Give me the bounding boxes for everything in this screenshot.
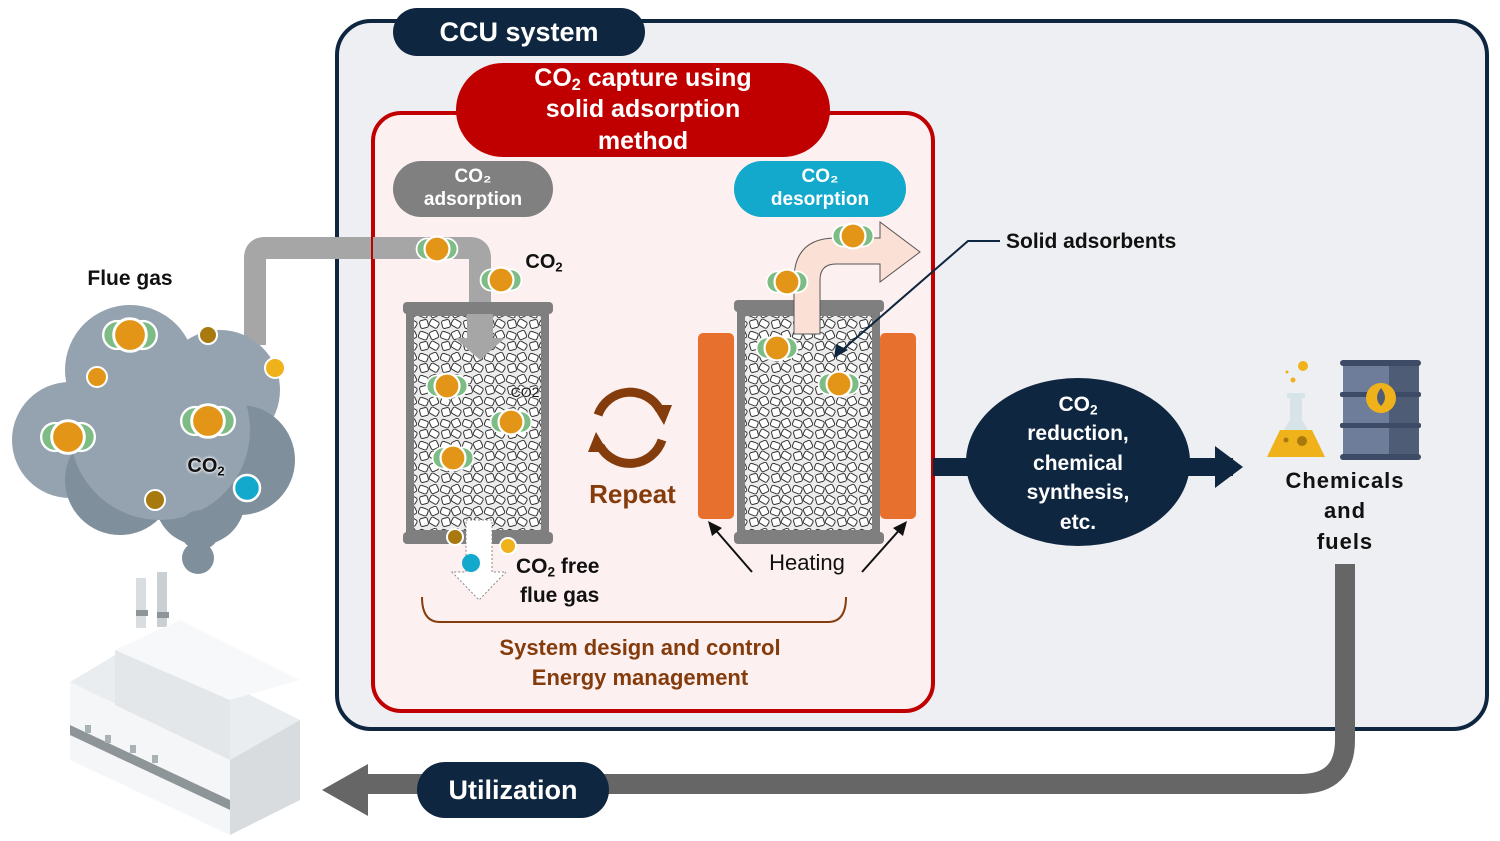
heating-label: Heating — [769, 550, 845, 575]
desorption-outflow-arrow — [793, 221, 921, 335]
utilization-label: Utilization — [448, 774, 578, 805]
adsorption-badge: CO₂ adsorption — [393, 161, 553, 217]
products-line1: Chemicals — [1285, 468, 1405, 493]
reduction-node — [966, 378, 1190, 546]
products-label: Chemicals and fuels — [1265, 466, 1425, 557]
desorption-column-icon — [734, 300, 884, 544]
utilization-pill: Utilization — [417, 762, 609, 818]
factory-icon — [70, 572, 300, 835]
capture-title: CO2 capture using solid adsorption metho… — [456, 63, 830, 157]
reduction-line2: reduction, — [1027, 422, 1129, 446]
cloud-co2-sub: 2 — [217, 463, 225, 479]
co2-free-main: CO — [516, 555, 548, 578]
ccu-system-title: CCU system — [393, 8, 645, 56]
repeat-label: Repeat — [589, 479, 676, 509]
desorption-badge: CO₂ desorption — [734, 161, 906, 217]
flask-icon — [1267, 361, 1325, 457]
inlet-co2-main: CO — [525, 251, 556, 273]
adsorption-badge-line1: CO₂ — [454, 166, 492, 188]
utilization-return-pipe — [322, 564, 1355, 816]
capture-title-co: CO — [534, 64, 572, 93]
reduction-line5: etc. — [1059, 510, 1097, 534]
reduction-node-label: CO2 reduction, chemical synthesis, etc. — [988, 390, 1168, 537]
co2-free-outlet-arrow — [446, 519, 517, 601]
reduction-line3: chemical — [1033, 451, 1123, 475]
heater-icon — [698, 333, 916, 519]
cloud-co2-label: CO2 — [176, 454, 236, 478]
adsorption-badge-line2: adsorption — [423, 189, 523, 210]
inlet-co2-sub: 2 — [555, 259, 563, 275]
solid-adsorbents-leader — [834, 240, 1000, 358]
system-design-label: System design and control Energy managem… — [440, 633, 840, 694]
oil-barrel-icon — [1340, 360, 1421, 460]
system-design-line2: Energy management — [531, 665, 749, 691]
system-brace — [421, 596, 847, 623]
solid-adsorbents-label: Solid adsorbents — [1006, 230, 1177, 253]
products-line2: and — [1323, 498, 1367, 524]
cloud-co2-main: CO — [187, 455, 218, 477]
co2-free-line2: flue gas — [520, 584, 600, 608]
flue-gas-label: Flue gas — [87, 267, 173, 290]
ccu-system-title-text: CCU system — [439, 16, 599, 47]
capture-title-line2: solid adsorption — [545, 95, 741, 124]
repeat-cycle-icon — [593, 387, 667, 468]
products-line3: fuels — [1316, 528, 1374, 554]
system-design-line1: System design and control — [499, 635, 781, 660]
reduction-co-sub: 2 — [1089, 402, 1098, 418]
desorption-badge-line2: desorption — [770, 189, 870, 210]
co2-free-sub: 2 — [547, 564, 556, 580]
desorption-badge-line1: CO₂ — [801, 166, 839, 188]
capture-title-line1: capture using — [580, 64, 752, 93]
inlet-co2-label: CO2 — [514, 250, 574, 274]
reduction-co-main: CO — [1058, 393, 1090, 416]
co2-free-label: CO2 free flue gas — [516, 552, 636, 611]
reduction-line4: synthesis, — [1026, 481, 1130, 505]
co2-free-rest: free — [555, 555, 600, 578]
heating-arrows — [712, 526, 903, 573]
capture-title-sub: 2 — [571, 76, 581, 95]
capture-title-line3: method — [597, 126, 689, 155]
column-co2-label: CO2 — [510, 384, 540, 400]
